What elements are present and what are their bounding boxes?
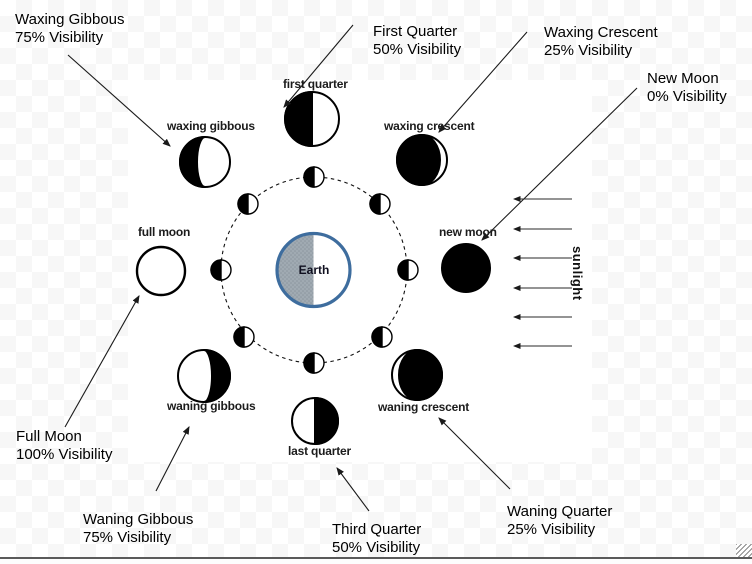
sunlight-arrows: [513, 196, 572, 349]
callout-visibility: 25% Visibility: [544, 41, 633, 59]
callout-waxing-crescent: Waxing Crescent 25% Visibility: [544, 24, 658, 59]
callout-visibility: 50% Visibility: [373, 40, 462, 58]
moon-full-moon: [135, 245, 187, 297]
callout-visibility: 75% Visibility: [83, 528, 172, 546]
callout-waning-gibbous: Waning Gibbous 75% Visibility: [83, 511, 193, 546]
resize-grip-icon[interactable]: [736, 544, 752, 557]
callout-visibility: 50% Visibility: [332, 538, 421, 556]
moon-first-quarter: [284, 90, 340, 148]
earth-label: Earth: [298, 263, 330, 277]
callout-waxing-gibbous: Waxing Gibbous 75% Visibility: [15, 11, 125, 46]
phase-label-new-moon: new moon: [439, 225, 497, 239]
arrow-new-moon: [481, 87, 638, 241]
moon-last-quarter: [291, 396, 339, 446]
arrow-waning-gibbous: [155, 426, 190, 492]
callout-visibility: 100% Visibility: [16, 445, 113, 463]
callout-title: Waxing Gibbous: [15, 11, 125, 28]
callout-title: First Quarter: [373, 23, 458, 40]
moon-waxing-gibbous: [179, 136, 231, 188]
callout-title: Waning Gibbous: [83, 511, 194, 528]
phase-label-waxing-gibbous: waxing gibbous: [167, 119, 255, 133]
arrow-first-quarter: [283, 24, 354, 108]
phase-label-last-quarter: last quarter: [288, 444, 351, 458]
orbit-moon-lower-right: [371, 326, 393, 348]
moon-new-moon: [441, 243, 491, 293]
phase-label-waning-gibbous: waning gibbous: [167, 399, 256, 413]
orbit-moon-left: [210, 259, 232, 281]
moon-waxing-crescent: [396, 133, 448, 187]
earth-globe: [275, 231, 352, 309]
callout-visibility: 0% Visibility: [647, 87, 727, 105]
callout-title: Waxing Crescent: [544, 24, 658, 41]
orbit-moon-lower-left: [233, 326, 255, 348]
callout-visibility: 25% Visibility: [507, 520, 596, 538]
callout-waning-quarter: Waning Quarter 25% Visibility: [507, 503, 612, 538]
arrow-full-moon: [64, 295, 140, 428]
callout-title: New Moon: [647, 70, 719, 87]
phase-label-waxing-crescent: waxing crescent: [384, 119, 475, 133]
callout-visibility: 75% Visibility: [15, 28, 104, 46]
arrow-third-quarter: [336, 467, 370, 512]
callout-title: Full Moon: [16, 428, 82, 445]
callout-new-moon: New Moon 0% Visibility: [647, 70, 727, 105]
sunlight-label: sunlight: [570, 246, 585, 301]
callout-third-quarter: Third Quarter 50% Visibility: [332, 521, 421, 556]
orbit-moons: [210, 166, 419, 374]
orbit-moon-bottom: [303, 352, 325, 374]
moon-waning-crescent: [391, 348, 443, 402]
callout-arrows: [64, 24, 638, 512]
arrow-waxing-gibbous: [67, 54, 171, 147]
arrow-waxing-crescent: [438, 31, 528, 133]
arrow-waning-quarter: [438, 417, 511, 490]
phase-label-waning-crescent: waning crescent: [378, 400, 470, 414]
moon-waning-gibbous: [177, 349, 231, 403]
orbit-moon-upper-left: [237, 193, 259, 215]
window-bottom-border: [0, 557, 752, 559]
callout-first-quarter: First Quarter 50% Visibility: [373, 23, 461, 58]
phase-label-first-quarter: first quarter: [283, 77, 348, 91]
orbit-moon-right: [397, 259, 419, 281]
phase-label-full-moon: full moon: [138, 225, 191, 239]
window-bottom-strip: [0, 559, 752, 564]
orbit-moon-upper-right: [369, 193, 391, 215]
callout-full-moon: Full Moon 100% Visibility: [16, 428, 112, 463]
callout-title: Third Quarter: [332, 521, 422, 538]
orbit-moon-top: [303, 166, 325, 188]
callout-title: Waning Quarter: [507, 503, 613, 520]
